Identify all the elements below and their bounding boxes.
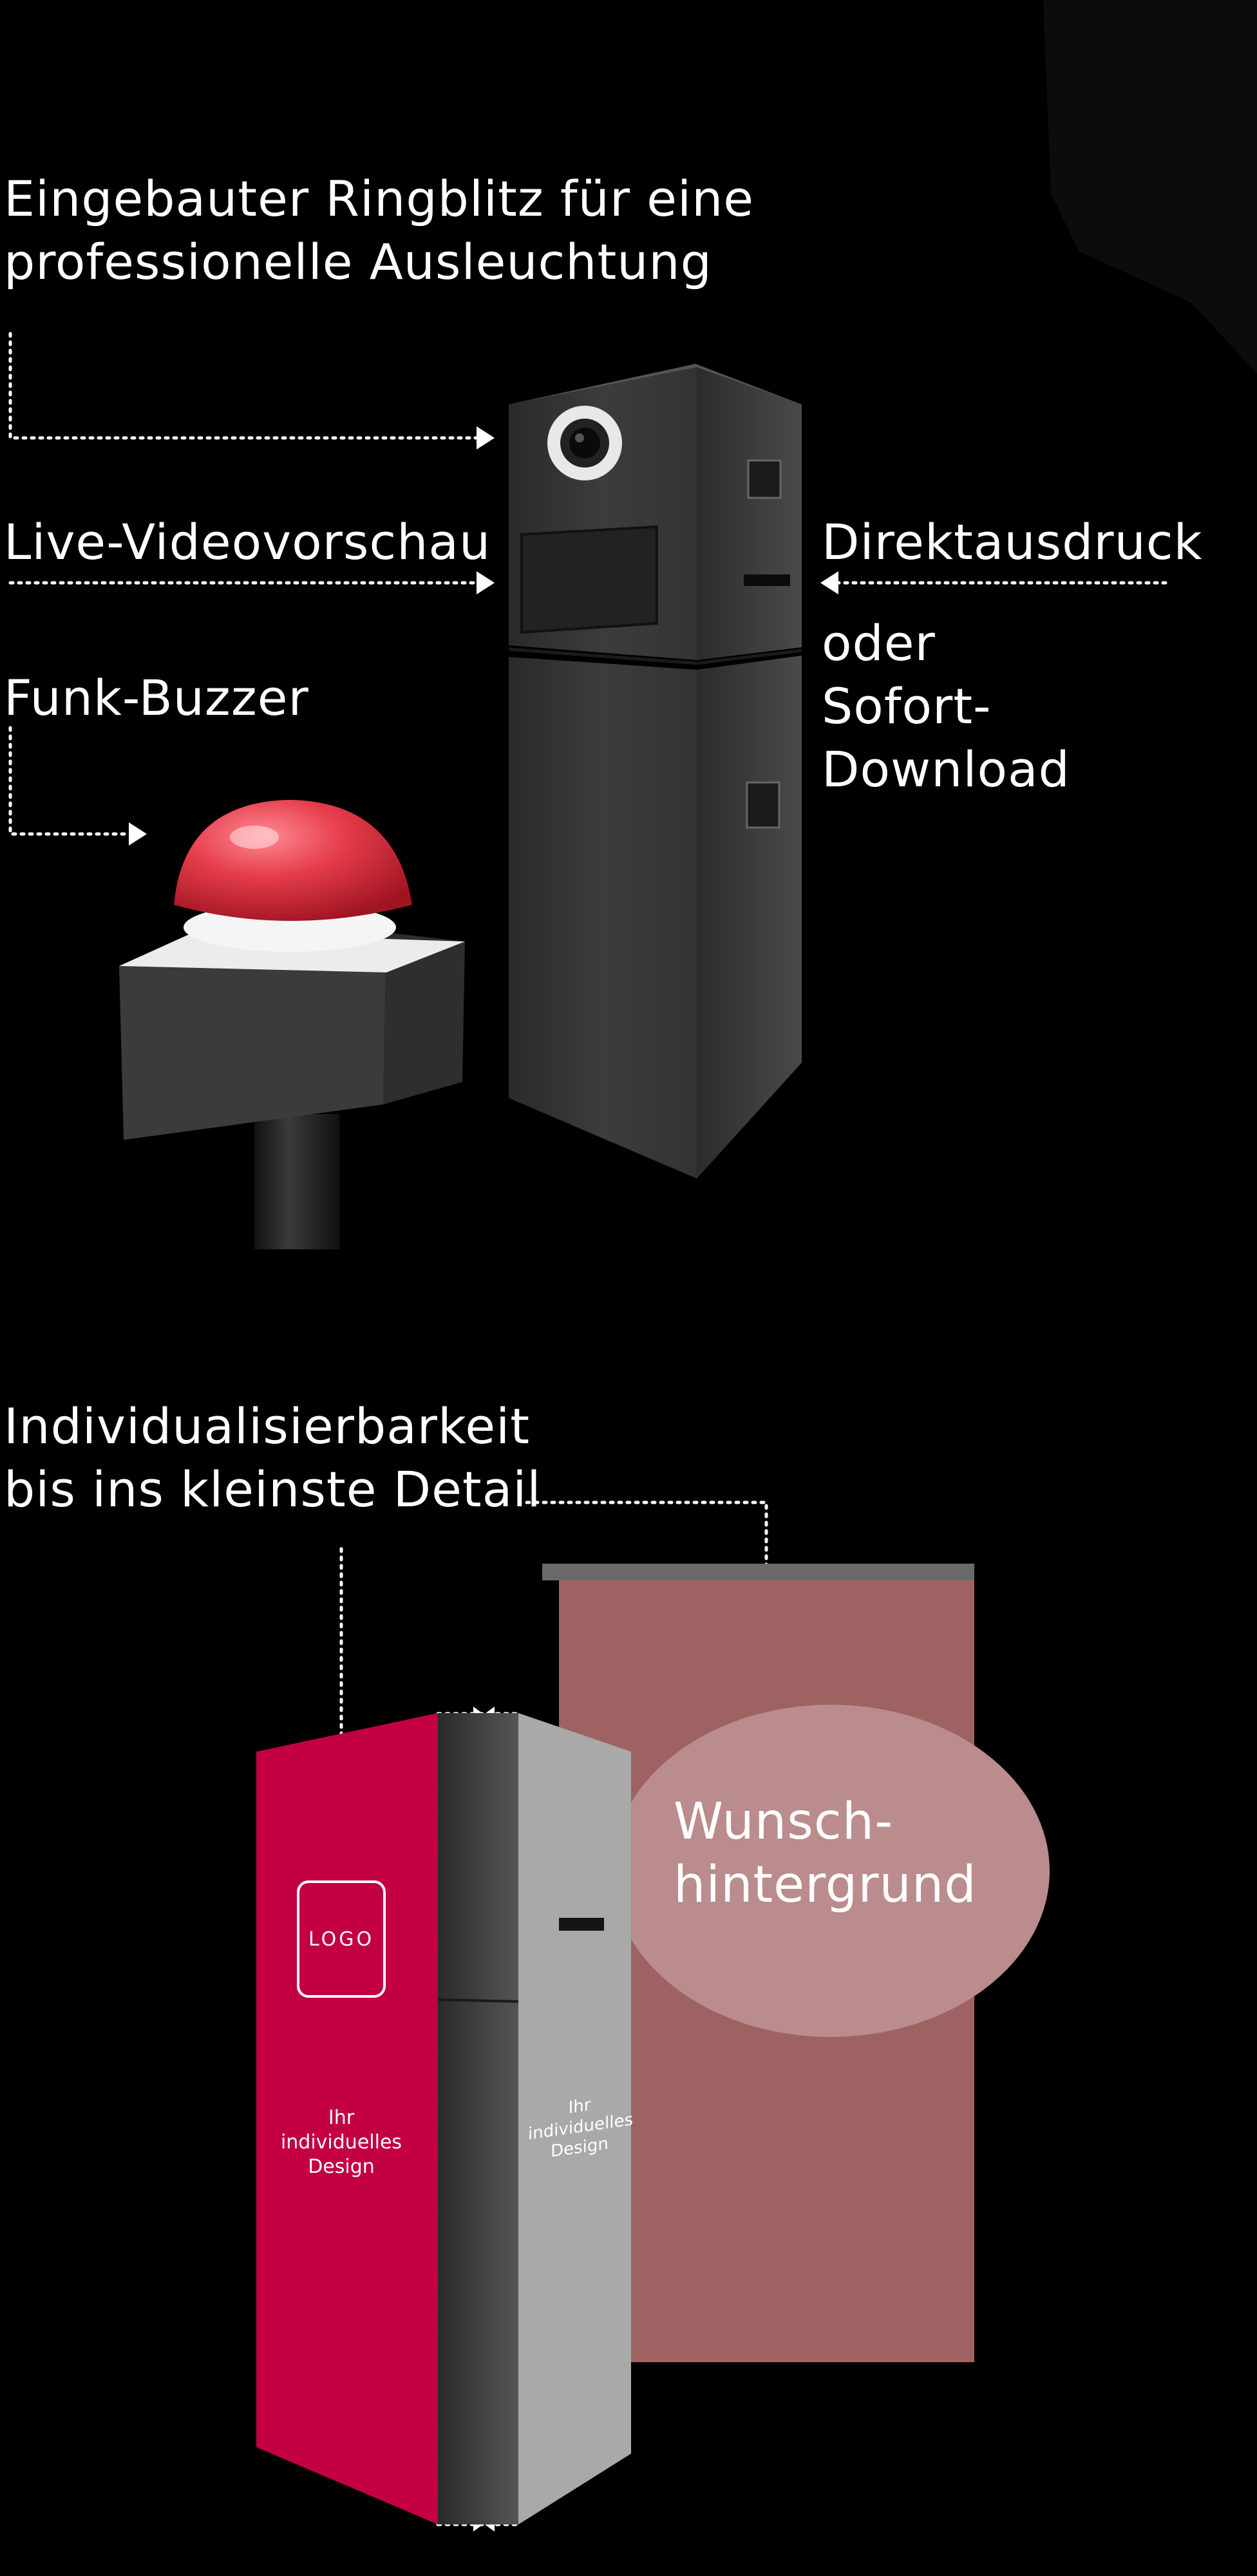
print-arrowhead	[820, 571, 838, 594]
buzzer-arrowhead	[129, 822, 147, 846]
buzzer-dome	[174, 800, 412, 921]
download-line1: oder	[822, 614, 936, 672]
customization-label: Individualisierbarkeit bis ins kleinste …	[4, 1395, 542, 1521]
preview-screen	[520, 525, 658, 634]
custom-booth	[256, 1713, 631, 2524]
download-line2: Sofort-	[822, 677, 992, 735]
logo-placeholder: LOGO	[308, 1928, 375, 1951]
custom-booth-middle	[438, 1713, 518, 2524]
buzzer-base-side	[383, 933, 465, 1104]
backdrop-label: Wunsch- hintergrund	[674, 1790, 977, 1917]
front-design-line1: Ihr	[328, 2107, 355, 2129]
buzzer-base-top	[119, 933, 465, 972]
backdrop-line1: Wunsch-	[674, 1793, 894, 1851]
live-preview-label: Live-Videovorschau	[4, 513, 491, 571]
custom-booth-side	[518, 1713, 631, 2524]
buzzer-pole	[254, 1114, 339, 1249]
ring-flash-arrow-line	[8, 332, 478, 440]
print-label: Direktausdruck	[822, 513, 1203, 571]
ring-flash-line2: professionelle Ausleuchtung	[4, 233, 712, 290]
download-line3: Download	[822, 741, 1070, 798]
front-design-line3: Design	[308, 2155, 375, 2178]
booth-lower-front	[509, 657, 697, 1179]
backdrop-bar	[542, 1564, 974, 1580]
side-port	[747, 459, 782, 499]
ring-flash-label: Eingebauter Ringblitz für eine professio…	[4, 167, 754, 294]
photo-booth	[508, 364, 802, 1179]
buzzer-base-front	[119, 933, 386, 1140]
custom-print-slot	[559, 1918, 604, 1931]
print-slot	[744, 574, 790, 586]
booth-lower-side	[697, 656, 802, 1179]
front-design-line2: individuelles	[280, 2131, 402, 2154]
buzzer-label: Funk-Buzzer	[4, 669, 309, 726]
live-preview-arrowhead	[477, 571, 495, 594]
backdrop-spotlight	[612, 1705, 1050, 2037]
custom-booth-front	[256, 1713, 438, 2524]
front-design-text: Ihr individuelles Design	[267, 2106, 415, 2179]
funk-buzzer	[119, 800, 465, 1249]
ring-flash-arrowhead	[477, 426, 495, 450]
customization-line2: bis ins kleinste Detail	[4, 1461, 542, 1518]
background-silhouette	[935, 0, 1257, 374]
customization-line1: Individualisierbarkeit	[4, 1397, 530, 1455]
backdrop-line2: hintergrund	[674, 1856, 977, 1914]
booth-upper-side	[697, 367, 802, 660]
camera-lens	[569, 428, 600, 459]
ring-flash-line1: Eingebauter Ringblitz für eine	[4, 170, 755, 227]
buzzer-arrow-line	[8, 726, 131, 836]
side-handle	[746, 781, 780, 829]
download-label: oder Sofort- Download	[822, 612, 1070, 801]
logo-box	[297, 1880, 386, 1998]
